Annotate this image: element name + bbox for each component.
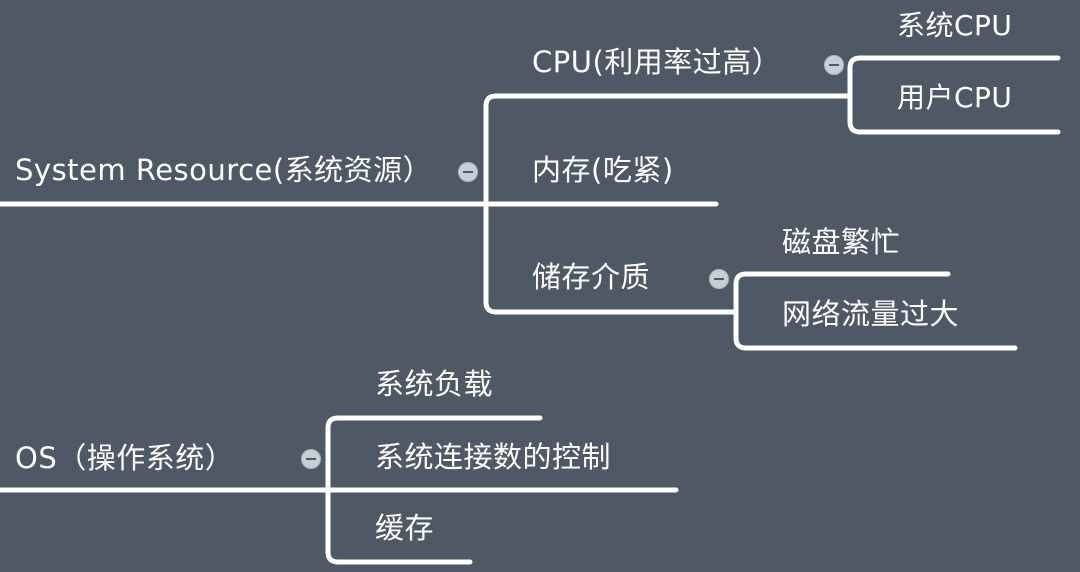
node-memory[interactable]: 内存(吃紧) [532,153,674,187]
node-disk-busy[interactable]: 磁盘繁忙 [782,225,901,259]
node-storage[interactable]: 储存介质 [532,260,651,294]
node-connection-control[interactable]: 系统连接数的控制 [375,440,612,474]
node-system-resource[interactable]: System Resource(系统资源） [15,153,433,187]
bracket-cpu [847,55,863,135]
node-system-cpu[interactable]: 系统CPU [897,9,1013,42]
node-system-load[interactable]: 系统负载 [375,367,494,401]
node-user-cpu[interactable]: 用户CPU [897,81,1013,114]
node-os[interactable]: OS（操作系统） [15,441,235,475]
collapse-icon-cpu[interactable] [824,55,844,75]
node-cache[interactable]: 缓存 [375,511,435,545]
collapse-icon-system-resource[interactable] [458,162,478,182]
node-cpu[interactable]: CPU(利用率过高） [532,45,782,79]
node-network-traffic[interactable]: 网络流量过大 [782,297,960,331]
bracket-storage [733,271,749,351]
collapse-icon-storage[interactable] [709,269,729,289]
collapse-icon-os[interactable] [301,449,321,469]
